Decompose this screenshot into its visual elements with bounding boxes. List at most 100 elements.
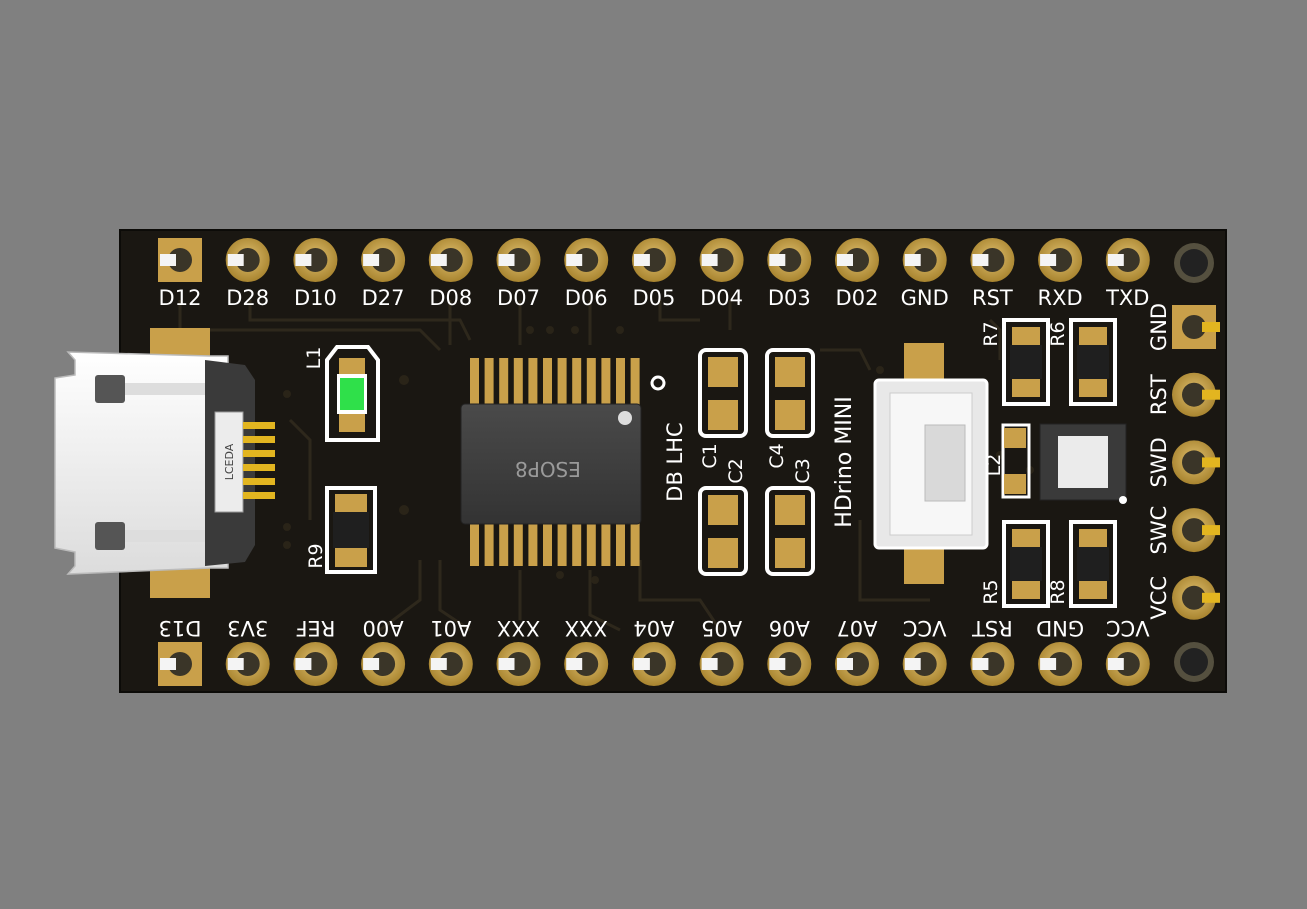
bottom-pin-12 <box>902 642 947 686</box>
top-pin-11 <box>835 238 879 282</box>
side-pin-label: GND <box>1147 303 1171 351</box>
ic-lead <box>557 522 567 566</box>
side-pin-3 <box>1172 440 1220 485</box>
top-pin-12 <box>902 238 947 282</box>
bottom-pin-15 <box>1105 642 1150 686</box>
bottom-pin-label: A04 <box>633 616 674 640</box>
side-pin-label: SWD <box>1147 437 1171 487</box>
ic-lead <box>484 522 494 566</box>
resistor-r5 <box>1002 520 1050 608</box>
top-pin-6 <box>496 238 541 282</box>
resistor-r6 <box>1069 318 1117 406</box>
bottom-pin-10 <box>767 642 812 686</box>
ic-lead <box>528 522 538 566</box>
capacitors: C1 C2 C4 C3 <box>698 348 815 576</box>
l1-label: L1 <box>303 347 325 370</box>
r7-label: R7 <box>980 321 1002 346</box>
resistors: R7 R6 R5 R8 <box>980 318 1117 608</box>
vias <box>283 326 1034 584</box>
bottom-pin-4 <box>361 642 406 686</box>
bottom-pin-label: GND <box>1036 616 1084 640</box>
r9-label: R9 <box>305 543 327 568</box>
c4-label: C4 <box>766 443 788 468</box>
top-pin-2 <box>225 238 270 282</box>
bottom-pin-1 <box>158 642 202 686</box>
ic-lead <box>543 522 552 566</box>
ic-esop8: ESOP8 <box>460 358 642 566</box>
ic-lead <box>499 522 509 566</box>
usb-connector: LCEDA <box>54 328 275 598</box>
r8-label: R8 <box>1047 579 1069 604</box>
top-pin-7 <box>564 238 609 282</box>
top-pin-label: TXD <box>1105 286 1149 310</box>
bottom-pin-label: XXX <box>497 616 540 640</box>
ic-lead <box>586 522 596 566</box>
bottom-pin-8 <box>631 642 676 686</box>
r5-label: R5 <box>980 579 1002 604</box>
bottom-pin-6 <box>496 642 541 686</box>
c1-label: C1 <box>699 443 721 468</box>
tactile-switch <box>873 343 989 584</box>
ic-lead <box>499 358 509 406</box>
top-pin-label: D06 <box>565 286 608 310</box>
bottom-pin-5 <box>428 642 473 686</box>
bottom-pin-14 <box>1038 642 1083 686</box>
top-pin-label: D10 <box>294 286 337 310</box>
side-pin-label: VCC <box>1147 576 1171 620</box>
bottom-pin-label: A05 <box>701 616 742 640</box>
ic-lead <box>572 358 582 406</box>
bottom-pin-label: RST <box>972 616 1013 640</box>
top-pin-3 <box>293 238 338 282</box>
c3-label: C3 <box>792 458 814 483</box>
capacitor-c4 <box>765 348 815 438</box>
ic-lead <box>630 358 640 406</box>
bottom-pin-2 <box>225 642 270 686</box>
top-pin-label: RXD <box>1038 286 1083 310</box>
top-pin-15 <box>1105 238 1150 282</box>
top-pin-label: GND <box>901 286 949 310</box>
inductor-l2: L2 <box>983 423 1127 504</box>
ic-lead <box>601 522 611 566</box>
c2-label: C2 <box>725 458 747 483</box>
top-pin-label: D02 <box>836 286 879 310</box>
ic-lead <box>528 358 538 406</box>
capacitor-c2 <box>698 486 748 576</box>
pcb-traces <box>178 300 1002 632</box>
top-pin-label: D04 <box>700 286 743 310</box>
bottom-pin-label: A01 <box>430 616 471 640</box>
resistor-r7 <box>1002 318 1050 406</box>
mounting-holes <box>1174 243 1214 682</box>
bottom-pin-3 <box>293 642 338 686</box>
pin1-marker <box>650 375 666 391</box>
side-pin-2 <box>1172 372 1220 417</box>
resistor-r9: R9 <box>305 486 377 574</box>
usb-marking: LCEDA <box>223 443 236 480</box>
top-pin-4 <box>361 238 406 282</box>
bottom-pin-label: D13 <box>159 616 202 640</box>
top-pin-label: D12 <box>159 286 202 310</box>
capacitor-c1 <box>698 348 748 438</box>
l2-label: L2 <box>983 454 1005 477</box>
top-pin-13 <box>970 238 1015 282</box>
bottom-pin-11 <box>835 642 879 686</box>
top-pin-1 <box>158 238 202 282</box>
side-pin-label: RST <box>1147 374 1171 415</box>
side-pin-4 <box>1172 508 1220 553</box>
led-l1: L1 <box>303 345 380 442</box>
bottom-pin-label: XXX <box>565 616 608 640</box>
ic-lead <box>616 522 625 566</box>
top-pin-label: D05 <box>632 286 675 310</box>
top-pin-9 <box>699 238 744 282</box>
bottom-pin-label: A07 <box>836 616 877 640</box>
ic-lead <box>470 358 479 406</box>
ic-lead <box>601 358 611 406</box>
bottom-pin-label: REF <box>295 616 335 640</box>
top-pin-label: D28 <box>226 286 269 310</box>
board-name: HDrino MINI <box>832 396 857 527</box>
ic-lead <box>484 358 494 406</box>
top-pin-8 <box>631 238 676 282</box>
top-pin-label: D27 <box>362 286 405 310</box>
